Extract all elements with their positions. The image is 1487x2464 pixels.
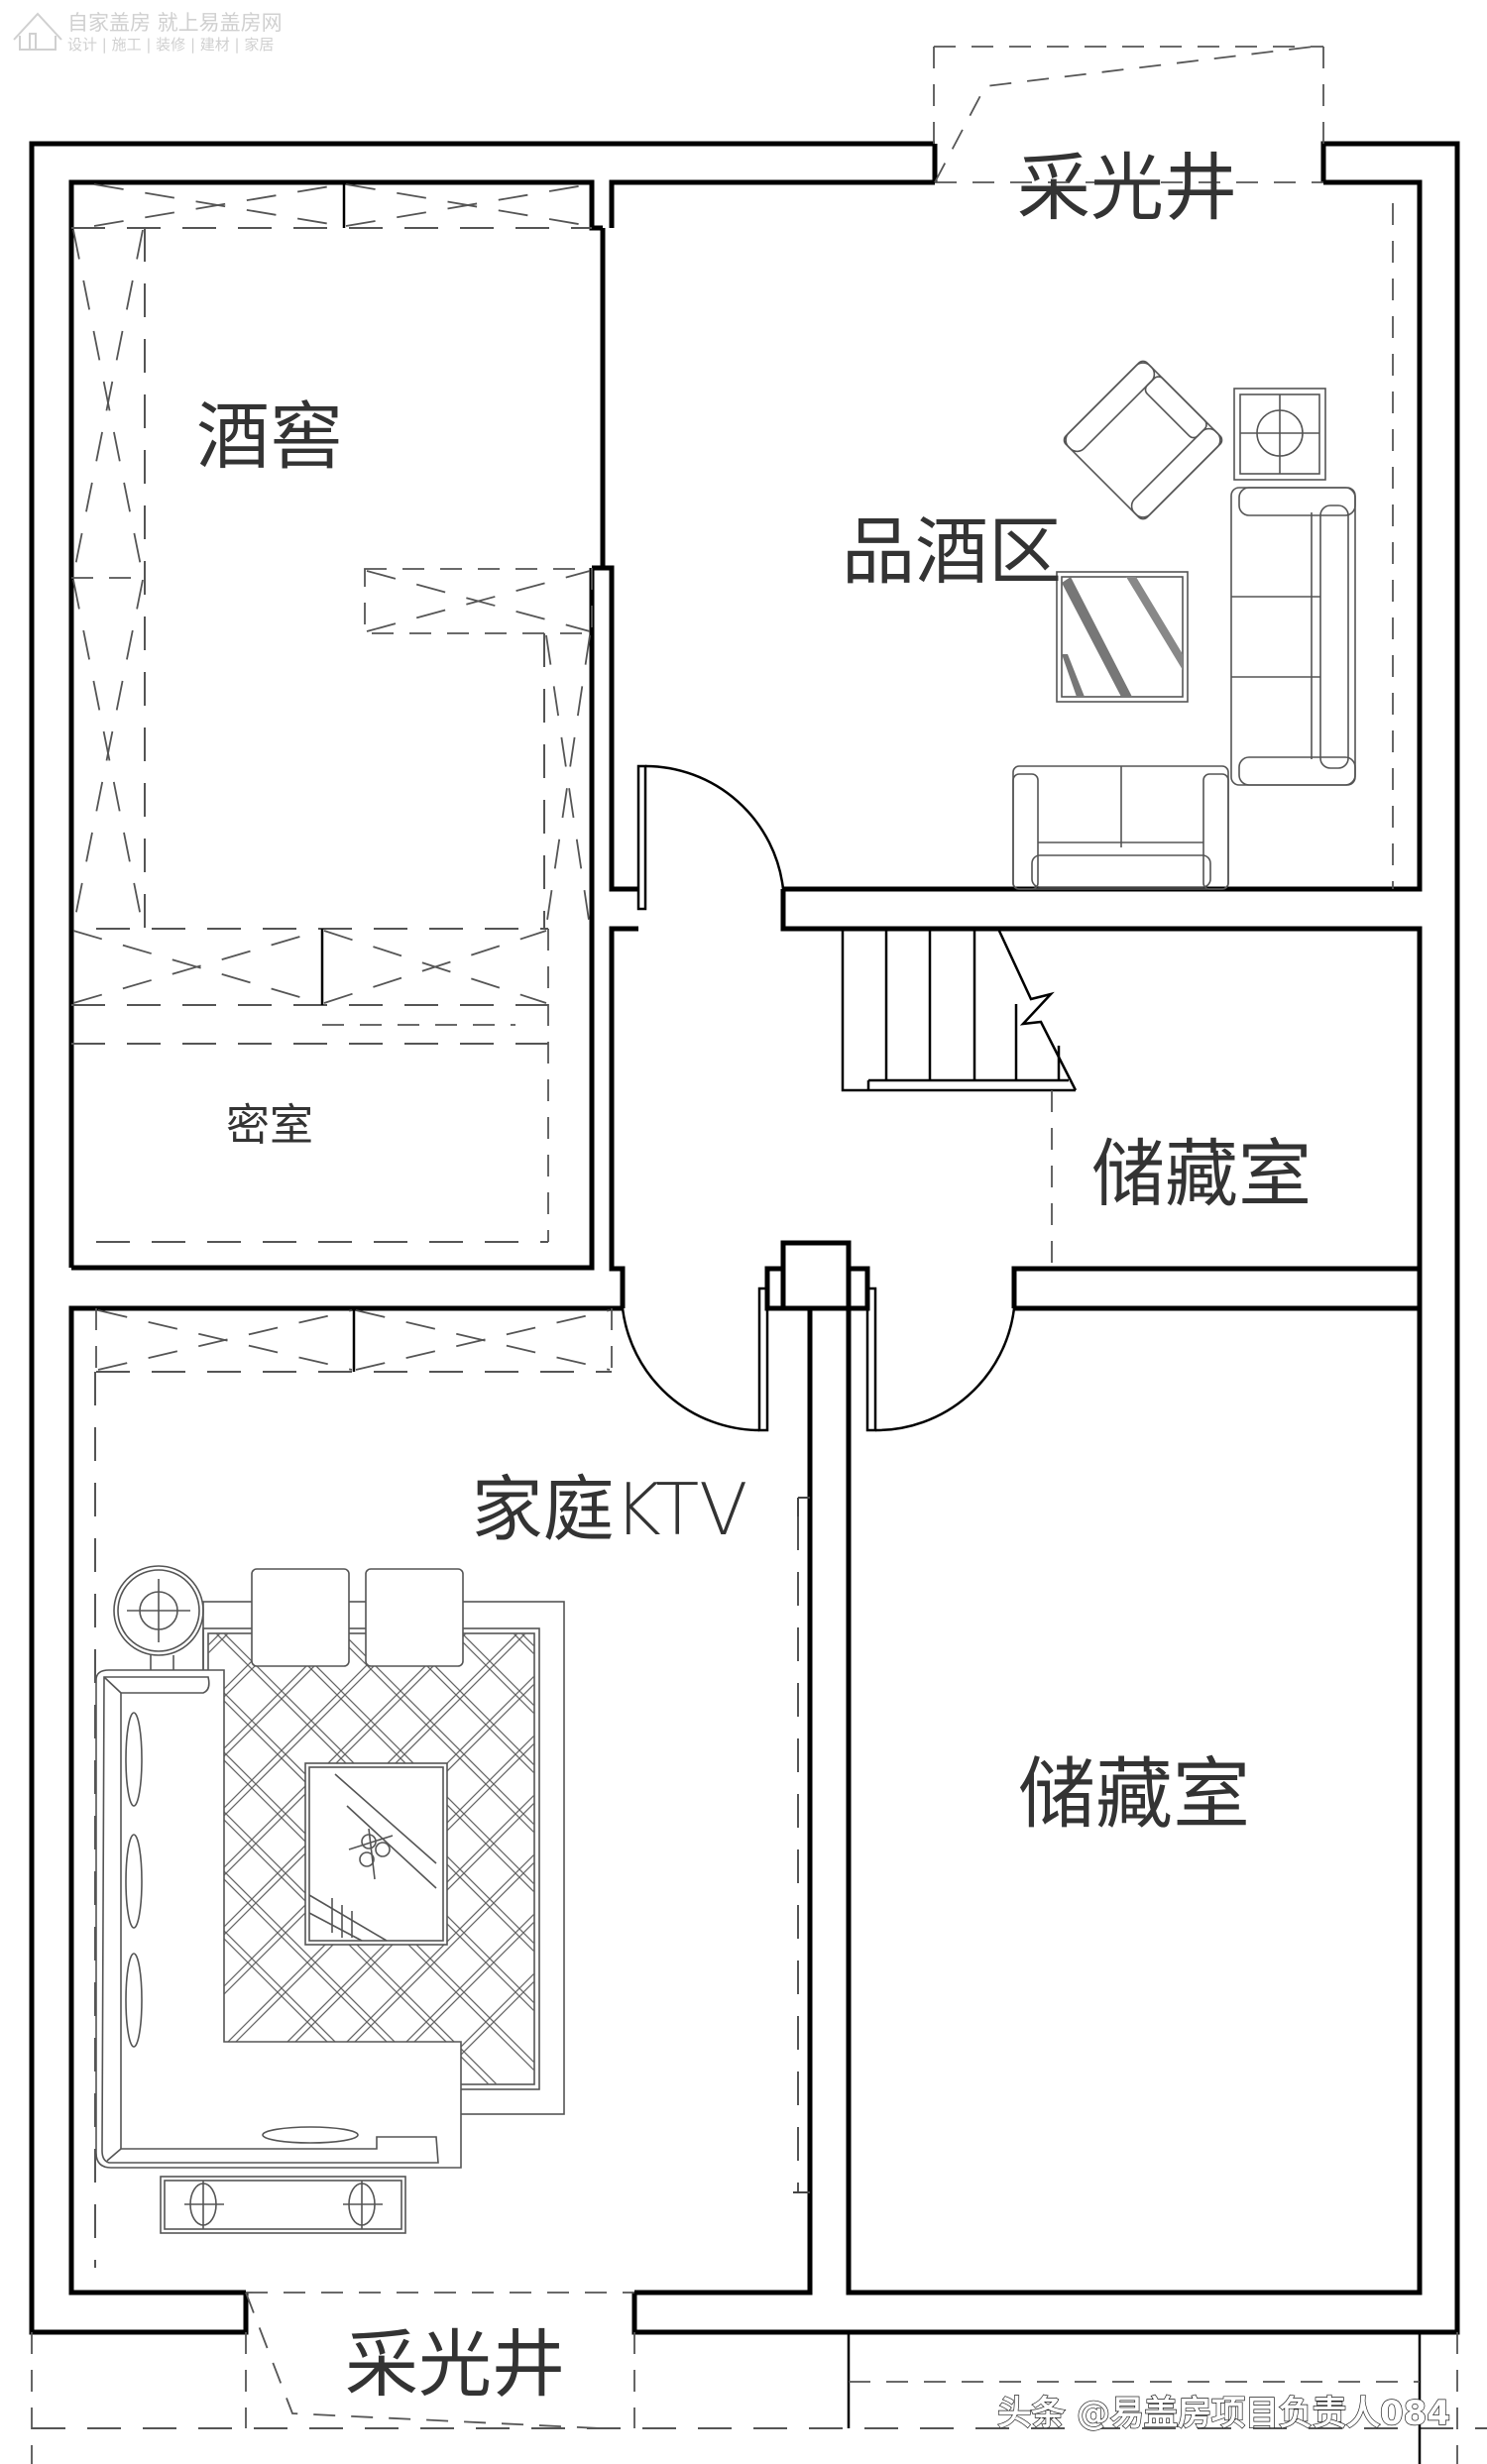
- label-light-well-bottom: 采光井: [345, 2322, 565, 2408]
- ottoman[interactable]: [251, 1568, 350, 1667]
- house-icon: [13, 12, 62, 51]
- ktv-furniture: [95, 1565, 464, 2234]
- coffee-table[interactable]: [1056, 571, 1189, 703]
- light-well-bottom: [31, 2292, 1487, 2464]
- staircase[interactable]: [841, 928, 1078, 1092]
- label-tasting-area: 品酒区: [842, 509, 1062, 595]
- flower-ornament-icon: [348, 1828, 394, 1880]
- loveseat[interactable]: [1012, 765, 1229, 890]
- label-wine-cellar: 酒窖: [196, 394, 343, 480]
- stair-break-line: [996, 928, 1078, 1091]
- credit-text: 头条 @易盖房项目负责人084: [997, 2394, 1450, 2433]
- wine-cellar-cabinets: [71, 182, 593, 1243]
- watermark-line1: 自家盖房 就上易盖房网: [67, 11, 283, 35]
- label-storage-upper: 储藏室: [1091, 1132, 1312, 1217]
- door-storage-lower[interactable]: [865, 1287, 1016, 1432]
- label-light-well-top: 采光井: [1017, 146, 1237, 231]
- ktv-coffee-table[interactable]: [304, 1762, 448, 1946]
- door-tasting-area[interactable]: [636, 764, 785, 911]
- l-shaped-sofa[interactable]: [95, 1669, 462, 2169]
- light-well-top: [933, 46, 1324, 183]
- round-side-table[interactable]: [113, 1565, 204, 1670]
- three-seat-sofa[interactable]: [1230, 487, 1356, 786]
- ktv-room: [94, 1308, 810, 2268]
- label-family-ktv: 家庭KTV: [472, 1468, 748, 1551]
- label-secret-room: 密室: [226, 1100, 313, 1151]
- tasting-area-furniture: [1012, 203, 1394, 890]
- door-ktv[interactable]: [621, 1287, 769, 1432]
- ottoman[interactable]: [365, 1568, 464, 1667]
- interior-walls: [68, 228, 1423, 2296]
- armchair[interactable]: [1062, 359, 1224, 521]
- side-table[interactable]: [1233, 388, 1326, 481]
- tv-cabinet[interactable]: [160, 2176, 406, 2234]
- watermark: 自家盖房 就上易盖房网 设计 | 施工 | 装修 | 建材 | 家居: [13, 11, 283, 54]
- watermark-line2: 设计 | 施工 | 装修 | 建材 | 家居: [67, 36, 274, 54]
- room-labels: 酒窖 密室 品酒区 储藏室 家庭KTV 储藏室 采光井 采光井: [196, 146, 1312, 2408]
- label-storage-lower: 储藏室: [1018, 1750, 1250, 1840]
